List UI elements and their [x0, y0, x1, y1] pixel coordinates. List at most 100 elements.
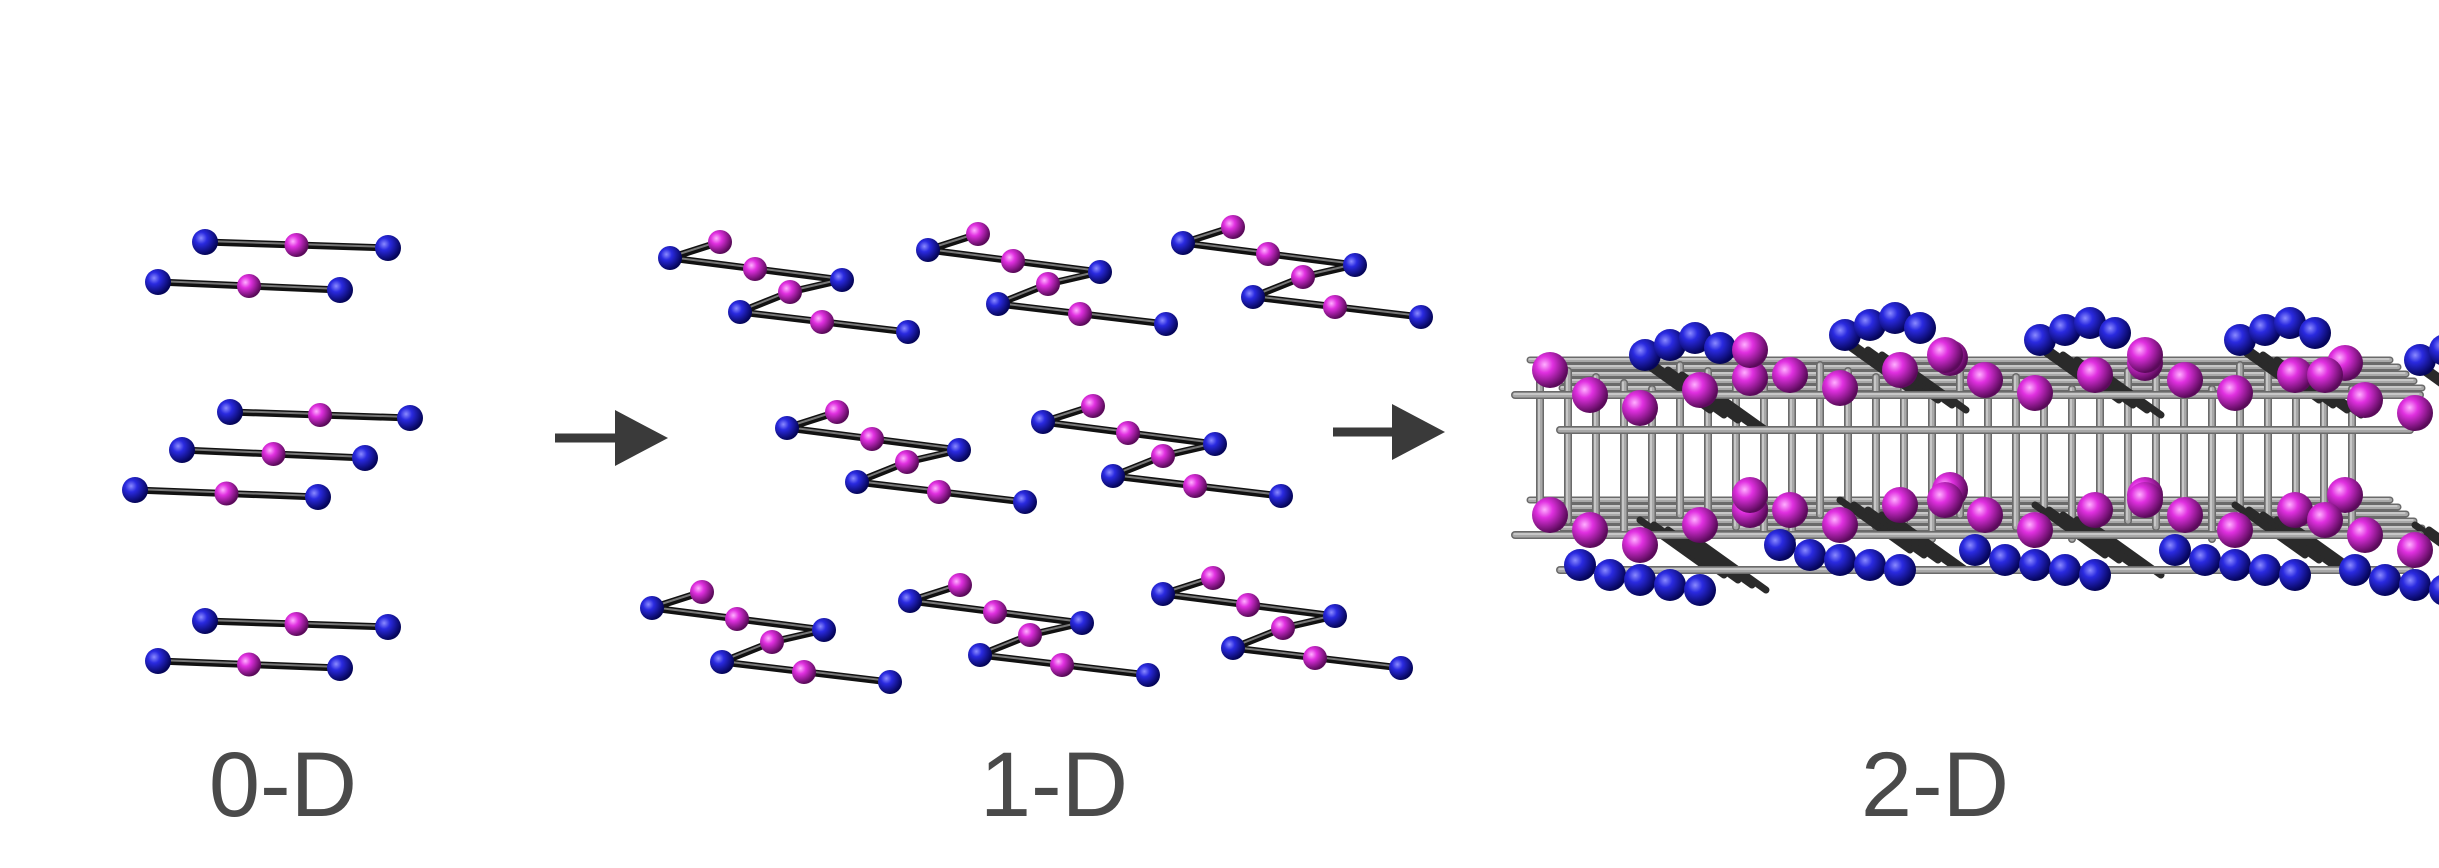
panel-0d: [122, 229, 423, 681]
blue-atom: [1884, 554, 1916, 586]
blue-atom: [710, 650, 734, 674]
magenta-atom: [1572, 512, 1608, 548]
blue-atom: [1389, 656, 1413, 680]
blue-atom: [1136, 663, 1160, 687]
blue-atom: [1704, 332, 1736, 364]
blue-atom: [2429, 575, 2439, 605]
magenta-atom: [690, 580, 714, 604]
blue-atom: [1594, 559, 1626, 591]
magenta-atom: [2347, 382, 2383, 418]
blue-atom: [305, 484, 331, 510]
magenta-atom: [778, 280, 802, 304]
magenta-atom: [2397, 395, 2433, 431]
blue-atom: [192, 608, 218, 634]
magenta-atom: [1732, 332, 1768, 368]
bond: [2073, 516, 2151, 574]
magenta-atom: [1732, 477, 1768, 513]
panel-0d-atoms: [122, 229, 423, 681]
magenta-atom: [2217, 512, 2253, 548]
magenta-atom: [1271, 616, 1295, 640]
blue-atom: [1343, 253, 1367, 277]
blue-atom: [916, 238, 940, 262]
magenta-atom: [948, 573, 972, 597]
bond: [2411, 521, 2439, 547]
magenta-atom: [810, 310, 834, 334]
magenta-atom: [1927, 482, 1963, 518]
blue-atom: [169, 437, 195, 463]
blue-atom: [2369, 564, 2401, 596]
magenta-atom: [2327, 477, 2363, 513]
blue-atom: [1154, 312, 1178, 336]
magenta-atom: [1201, 566, 1225, 590]
blue-atom: [1629, 339, 1661, 371]
magenta-atom: [1682, 372, 1718, 408]
magenta-atom: [1001, 249, 1025, 273]
magenta-atom: [237, 652, 261, 677]
bond: [2259, 511, 2337, 569]
magenta-atom: [1622, 527, 1658, 563]
magenta-atom: [1018, 623, 1042, 647]
magenta-atom: [725, 607, 749, 631]
blue-atom: [192, 229, 218, 255]
magenta-atom: [708, 230, 732, 254]
blue-atom: [968, 643, 992, 667]
blue-atom: [2249, 314, 2281, 346]
blue-atom: [1854, 549, 1886, 581]
magenta-atom: [983, 600, 1007, 624]
magenta-atom: [2127, 482, 2163, 518]
blue-atom: [640, 596, 664, 620]
blue-atom: [1854, 309, 1886, 341]
magenta-atom: [1323, 295, 1347, 319]
magenta-atom: [927, 480, 951, 504]
blue-atom: [986, 292, 1010, 316]
magenta-atom: [2167, 497, 2203, 533]
blue-atom: [1829, 319, 1861, 351]
blue-atom: [1679, 322, 1711, 354]
blue-atom: [397, 405, 423, 431]
blue-atom: [812, 618, 836, 642]
magenta-atom: [2397, 532, 2433, 568]
panel-1d-atoms: [640, 215, 1433, 694]
blue-atom: [728, 300, 752, 324]
blue-atom: [1959, 534, 1991, 566]
blue-atom: [845, 470, 869, 494]
magenta-atom: [1183, 474, 1207, 498]
bond: [1850, 501, 1928, 559]
right-arrow-icon: [1333, 404, 1445, 460]
blue-atom: [2074, 307, 2106, 339]
blue-atom: [2159, 534, 2191, 566]
blue-atom: [2299, 317, 2331, 349]
magenta-atom: [760, 630, 784, 654]
label-1d: 1-D: [979, 734, 1129, 836]
magenta-atom: [2347, 517, 2383, 553]
blue-atom: [2049, 314, 2081, 346]
magenta-atom: [1256, 242, 1280, 266]
magenta-atom: [237, 274, 261, 298]
blue-atom: [327, 277, 353, 303]
blue-atom: [2339, 554, 2371, 586]
blue-atom: [896, 320, 920, 344]
magenta-atom: [2127, 337, 2163, 373]
blue-atom: [1088, 260, 1112, 284]
magenta-atom: [1236, 593, 1260, 617]
magenta-atom: [2077, 357, 2113, 393]
blue-atom: [2219, 549, 2251, 581]
magenta-atom: [1682, 507, 1718, 543]
blue-atom: [1764, 529, 1796, 561]
blue-atom: [145, 269, 171, 295]
blue-atom: [2049, 554, 2081, 586]
blue-atom: [830, 268, 854, 292]
magenta-atom: [1532, 352, 1568, 388]
magenta-atom: [1772, 357, 1808, 393]
blue-atom: [145, 648, 171, 674]
blue-atom: [658, 246, 682, 270]
magenta-atom: [1151, 444, 1175, 468]
magenta-atom: [2277, 492, 2313, 528]
magenta-atom: [2167, 362, 2203, 398]
panel-1d-bonds: [648, 223, 1425, 686]
magenta-atom: [895, 450, 919, 474]
blue-atom: [2019, 549, 2051, 581]
magenta-atom: [1036, 272, 1060, 296]
bond: [2231, 501, 2309, 559]
